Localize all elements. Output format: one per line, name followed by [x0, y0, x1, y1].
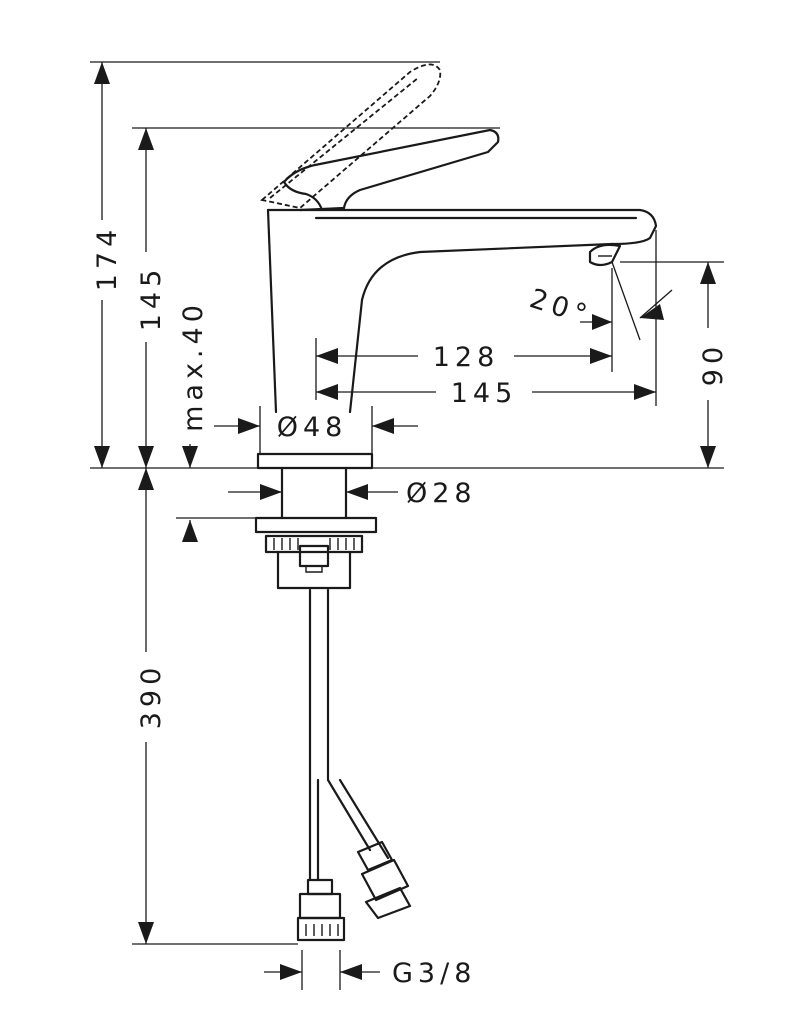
label-90: 90	[698, 342, 729, 386]
dim-g38: G3/8	[264, 950, 476, 990]
label-20deg: 20°	[526, 283, 595, 332]
label-145-height: 145	[136, 265, 167, 332]
dim-390: 390	[132, 468, 298, 945]
mounting-assembly	[254, 452, 378, 590]
dim-174: 174	[90, 61, 440, 468]
dim-20deg: 20°	[526, 261, 673, 341]
label-g38: G3/8	[392, 958, 476, 989]
label-145-reach: 145	[451, 378, 518, 409]
label-dia28: Ø28	[406, 478, 477, 509]
label-128: 128	[433, 342, 500, 373]
lever-handle	[282, 128, 500, 212]
label-dia48: Ø48	[277, 412, 348, 443]
dim-dia48: Ø48	[214, 406, 418, 454]
supply-hoses	[296, 588, 412, 942]
label-390: 390	[136, 663, 167, 730]
dim-145-height: 145	[132, 127, 500, 468]
faucet-body	[266, 208, 658, 414]
dim-dia28: Ø28	[228, 478, 477, 509]
dim-max40: max.40	[176, 300, 256, 542]
dim-90: 90	[620, 261, 729, 468]
label-174: 174	[92, 225, 123, 292]
dim-145-reach: 145	[316, 230, 657, 409]
label-max40: max.40	[178, 300, 209, 432]
dim-128: 128	[315, 268, 613, 400]
